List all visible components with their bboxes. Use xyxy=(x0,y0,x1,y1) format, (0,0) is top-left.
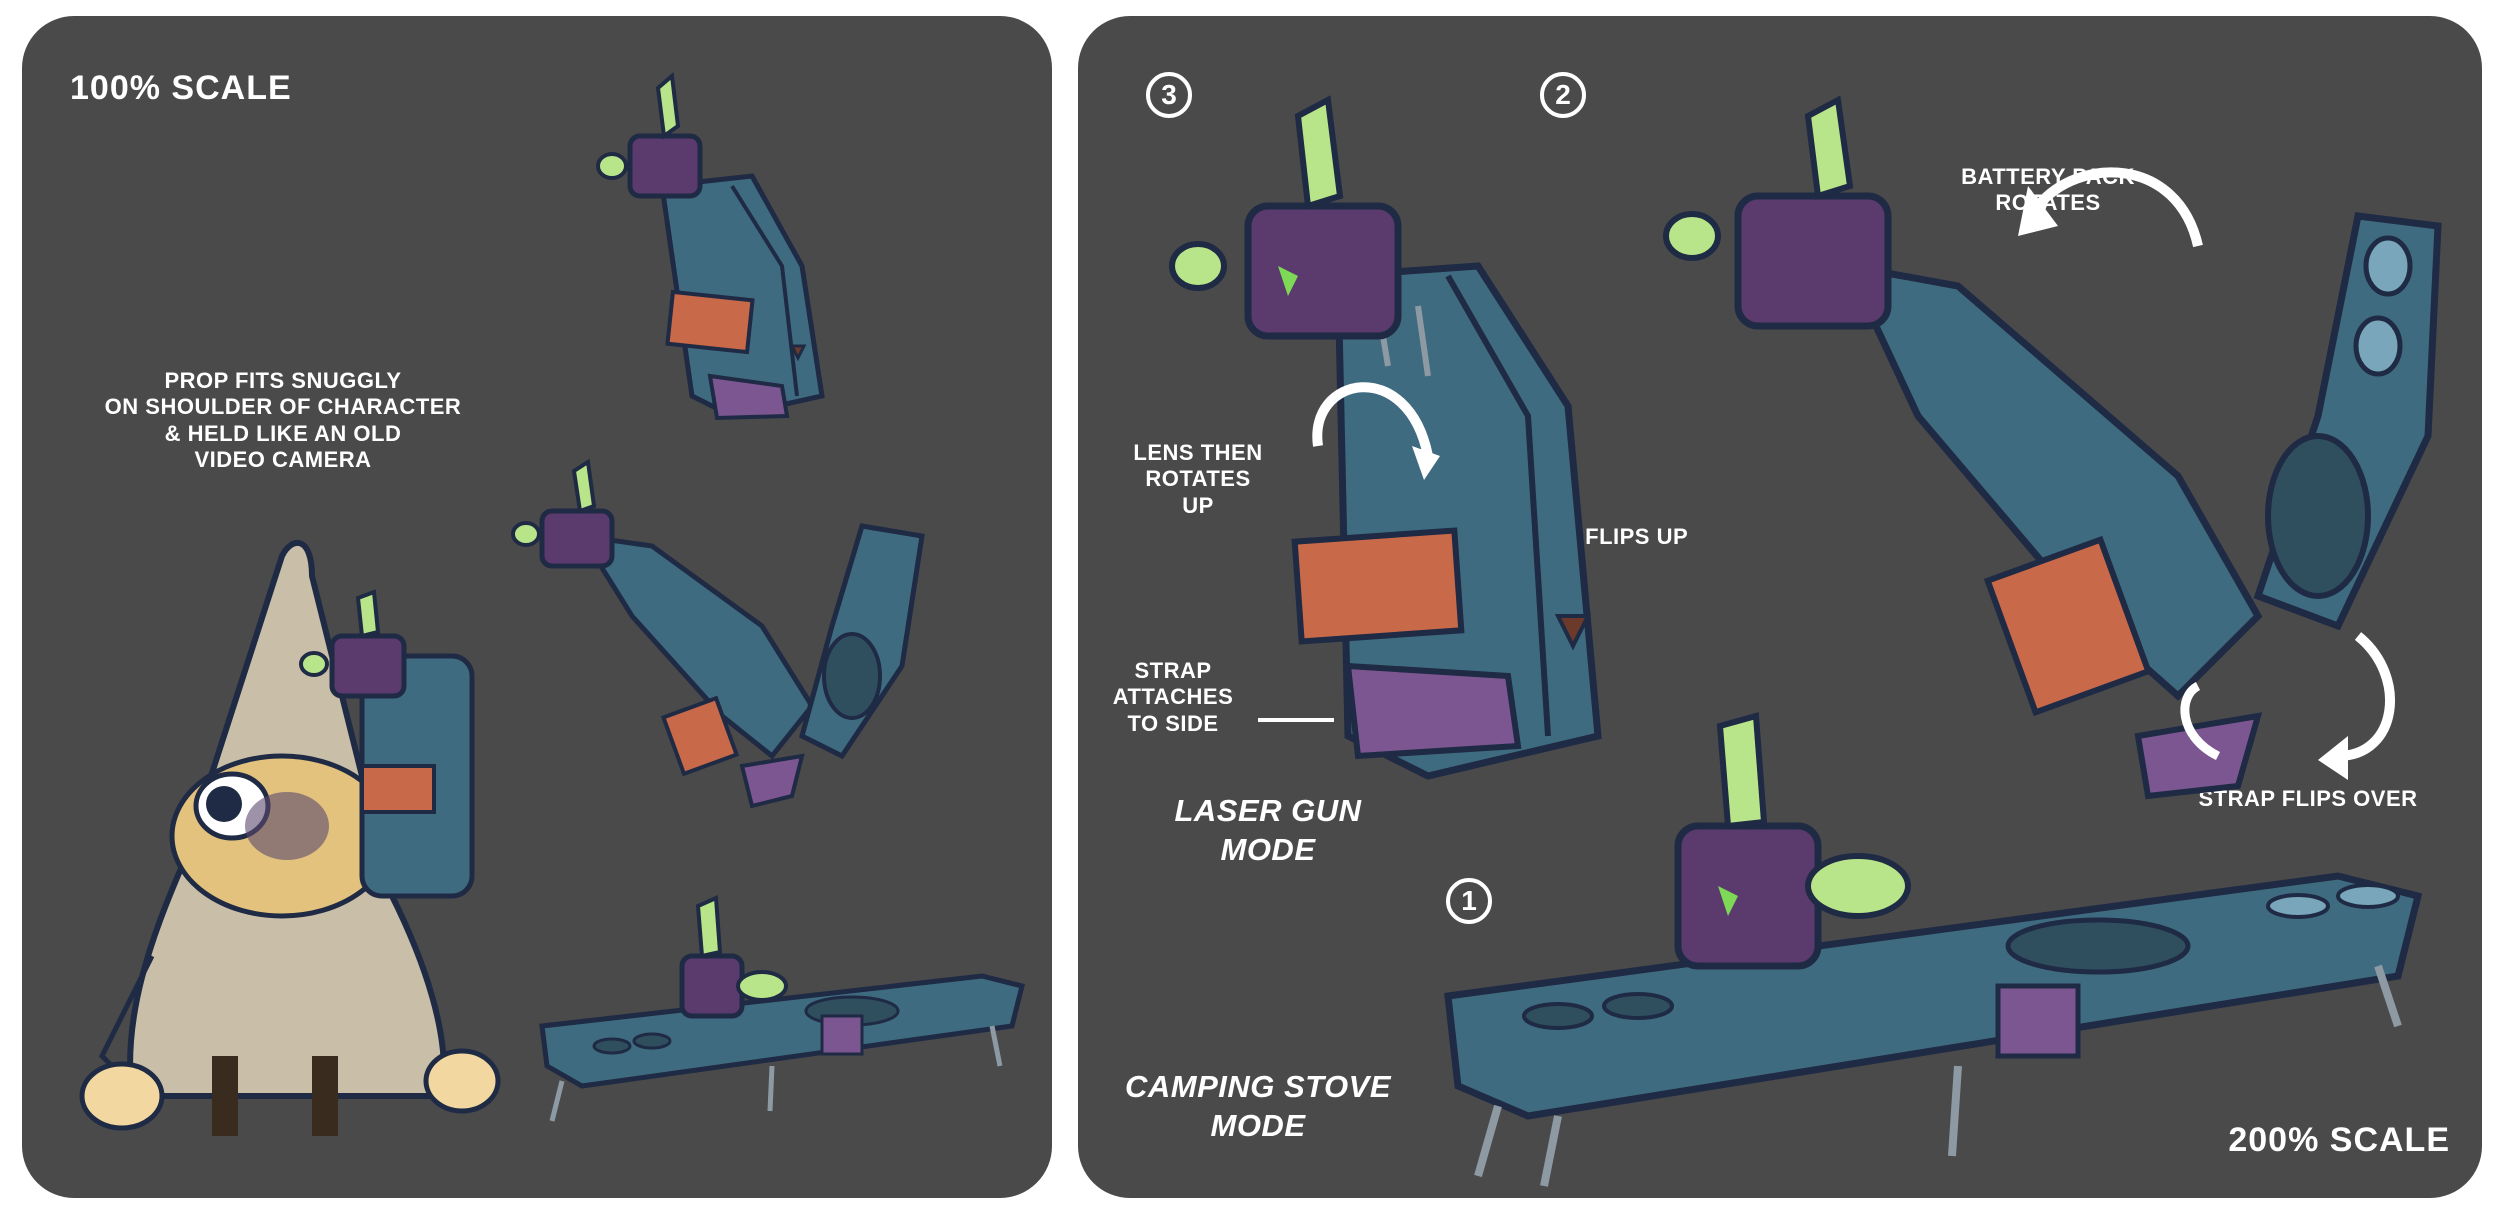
scale-label-200: 200% SCALE xyxy=(2228,1121,2450,1159)
character-with-prop xyxy=(79,539,501,1136)
strap-flips-label: STRAP FLIPS OVER xyxy=(2198,786,2418,811)
laser-gun-mode-label: LASER GUN MODE xyxy=(1174,793,1362,867)
camping-stove-mode-label: CAMPING STOVE MODE xyxy=(1124,1069,1392,1143)
step-badge-3: 3 xyxy=(1146,72,1192,118)
shoulder-fit-note: PROP FITS SNUGGLY ON SHOULDER OF CHARACT… xyxy=(104,368,462,473)
transforming-prop-small xyxy=(511,458,925,809)
scale-label-100: 100% SCALE xyxy=(70,69,292,107)
panel-100-scale: 100% SCALE PROP FITS SNUGGLY ON SHOULDER… xyxy=(22,16,1052,1198)
laser-gun-small xyxy=(596,72,825,421)
strap-pointer-line xyxy=(1258,718,1334,722)
panel-200-scale: 3 2 1 BATTERY PACK ROTATES LENS THEN ROT… xyxy=(1078,16,2482,1198)
camping-stove-small xyxy=(539,895,1026,1122)
step-badge-2: 2 xyxy=(1540,72,1586,118)
strap-attaches-label: STRAP ATTACHES TO SIDE xyxy=(1112,658,1234,736)
lens-rotates-label: LENS THEN ROTATES UP xyxy=(1133,440,1263,518)
camping-stove-large xyxy=(1444,712,2423,1187)
step-badge-1: 1 xyxy=(1446,878,1492,924)
laser-gun-large xyxy=(1169,95,1602,780)
transforming-prop-large xyxy=(1663,95,2442,800)
